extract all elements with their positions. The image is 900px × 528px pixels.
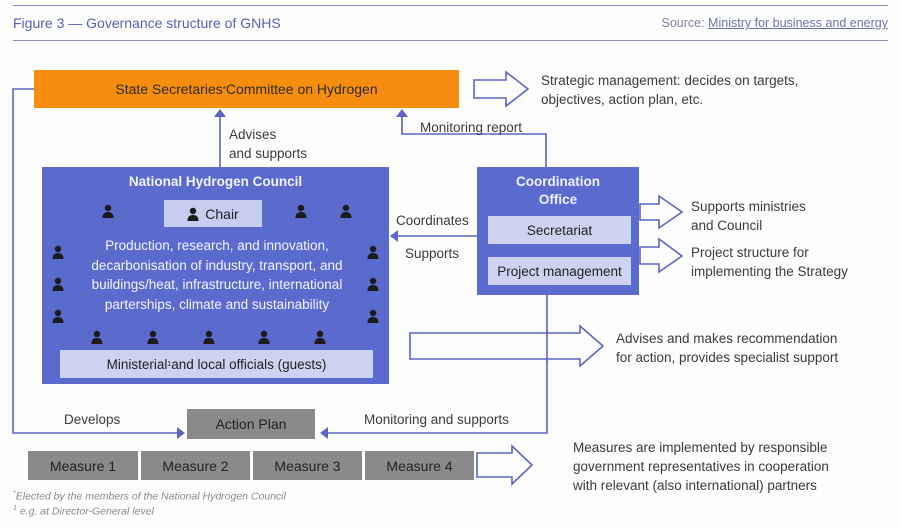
person-icon: [52, 309, 64, 323]
measure-4-box: Measure 4: [365, 451, 474, 480]
person-icon: [367, 309, 379, 323]
hollow-arrow-secretariat: [639, 194, 684, 230]
source-link[interactable]: Ministry for business and energy: [708, 16, 888, 30]
person-icon: [91, 330, 103, 344]
arrowhead-advises: [214, 109, 226, 117]
arrowhead-monitoring-report: [396, 109, 408, 117]
chair-box: Chair: [164, 200, 262, 227]
officials-footnote-mark: 1: [167, 360, 172, 368]
arrowhead-monitoring-supports: [320, 427, 328, 439]
committee-desc-line1: Strategic management: decides on targets…: [541, 73, 799, 88]
hollow-arrow-council-advice: [409, 324, 605, 368]
person-icon: [340, 204, 352, 218]
advises-line1: Advises: [229, 127, 277, 142]
council-advice-description: Advises and makes recommendation for act…: [616, 329, 838, 367]
monitoring-supports-label: Monitoring and supports: [364, 412, 509, 427]
chair-label: Chair: [205, 205, 239, 222]
source-credit: Source: Ministry for business and energy: [661, 16, 888, 30]
coordination-office: Coordination Office Secretariat Project …: [477, 167, 639, 295]
secretariat-desc-line2: and Council: [691, 218, 763, 233]
person-icon: [367, 245, 379, 259]
council-title: National Hydrogen Council: [128, 174, 303, 189]
secretariat-desc-line1: Supports ministries: [691, 199, 806, 214]
coord-title-line2: Office: [538, 192, 578, 207]
person-icon: [102, 204, 114, 218]
measures-desc-line2: government representatives in cooperatio…: [573, 459, 829, 474]
coord-title-line1: Coordination: [516, 174, 600, 189]
person-icon: [52, 245, 64, 259]
person-icon: [203, 330, 215, 344]
coordinates-label: Coordinates: [396, 213, 469, 228]
officials-prefix: Ministerial: [106, 356, 168, 372]
project-management-description: Project structure for implementing the S…: [691, 243, 848, 281]
coordination-office-title: Coordination Office: [477, 173, 639, 209]
council-advice-line1: Advises and makes recommendation: [616, 331, 838, 346]
develops-label: Develops: [64, 412, 121, 427]
state-secretaries-committee: State Secretaries* Committee on Hydrogen: [34, 70, 459, 108]
committee-label-rest: Committee on Hydrogen: [225, 81, 378, 97]
hollow-arrow-committee: [473, 70, 530, 108]
project-management-box: Project management: [488, 257, 631, 285]
council-advice-line2: for action, provides specialist support: [616, 350, 839, 365]
footnote-2: 1 e.g. at Director-General level: [13, 505, 154, 518]
source-prefix: Source:: [661, 16, 709, 30]
arrowhead-coordinates: [390, 230, 398, 242]
develops-connector: [12, 88, 178, 434]
measures-desc-line3: with relevant (also international) partn…: [573, 478, 817, 493]
committee-description: Strategic management: decides on targets…: [541, 71, 798, 109]
person-icon: [52, 277, 64, 291]
hollow-arrow-measures: [476, 444, 534, 486]
advises-label: Advises and supports: [229, 125, 307, 163]
person-icon: [295, 204, 307, 218]
council-description: Production, research, and innovation, de…: [91, 238, 343, 312]
secretariat-description: Supports ministries and Council: [691, 197, 806, 235]
person-icon: [314, 330, 326, 344]
monitoring-report-label: Monitoring report: [420, 120, 523, 135]
figure-title: Figure 3 — Governance structure of GNHS: [13, 15, 281, 31]
arrowhead-develops: [177, 427, 185, 439]
header-rule: [13, 40, 888, 41]
hollow-arrow-project-mgmt: [639, 237, 684, 274]
footnote-2-text: e.g. at Director-General level: [19, 505, 154, 518]
footnote-1: *Elected by the members of the National …: [13, 490, 286, 503]
measures-description: Measures are implemented by responsible …: [573, 438, 829, 495]
officials-rest: and local officials (guests): [171, 356, 327, 372]
committee-label: State Secretaries: [115, 81, 223, 97]
measure-1-box: Measure 1: [28, 451, 138, 480]
footnote-1-mark: *: [13, 490, 16, 497]
advises-line2: and supports: [229, 146, 308, 161]
pm-desc-line1: Project structure for: [691, 245, 809, 260]
person-icon: [367, 277, 379, 291]
top-rule: [13, 5, 888, 6]
footnote-1-text: Elected by the members of the National H…: [15, 490, 286, 503]
measure-3-box: Measure 3: [253, 451, 362, 480]
secretariat-box: Secretariat: [488, 216, 631, 244]
action-plan-box: Action Plan: [187, 409, 315, 439]
monitoring-report-connector: [401, 116, 547, 167]
person-icon: [187, 207, 199, 221]
committee-footnote-mark: *: [222, 84, 226, 94]
committee-desc-line2: objectives, action plan, etc.: [541, 92, 704, 107]
supports-label: Supports: [405, 246, 460, 261]
footnote-2-mark: 1: [13, 505, 17, 512]
national-hydrogen-council: National Hydrogen Council Chair Producti…: [42, 167, 389, 384]
person-icon: [258, 330, 270, 344]
pm-desc-line2: implementing the Strategy: [691, 264, 848, 279]
measures-desc-line1: Measures are implemented by responsible: [573, 440, 828, 455]
measure-2-box: Measure 2: [141, 451, 250, 480]
person-icon: [147, 330, 159, 344]
